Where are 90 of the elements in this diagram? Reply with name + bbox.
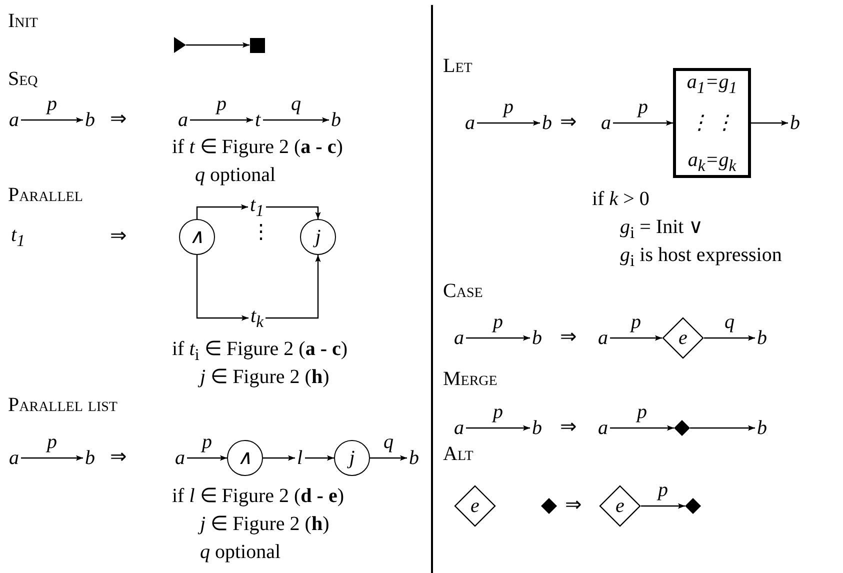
condition-text: j ∈ Figure 2 (h) [200, 513, 330, 536]
arrow [187, 455, 227, 461]
variable-label: t [253, 108, 263, 132]
arrow [690, 425, 755, 431]
binding-box [673, 68, 751, 178]
condition-text: g$_{i}$ is host expression [620, 244, 782, 270]
arrow [751, 120, 788, 126]
merge-diamond [541, 498, 557, 514]
condition-text: if k > 0 [592, 188, 650, 211]
arrow [704, 335, 755, 341]
variable-label: b [755, 416, 769, 440]
variable-label: t$_{k}$ [248, 305, 266, 332]
variable-label: b [83, 446, 97, 470]
circle-node: ∧ [179, 219, 215, 255]
arrow [190, 117, 253, 123]
arrow [266, 255, 321, 319]
variable-label: a [7, 108, 21, 132]
binding-text: a$_{k}$=g$_{k}$ [688, 148, 736, 175]
section-heading: Merge [443, 368, 498, 391]
arrow [641, 503, 685, 509]
circle-node: j [300, 219, 336, 255]
arrow [21, 117, 83, 123]
merge-diamond [674, 420, 690, 436]
arrow [610, 335, 662, 341]
arrow [266, 206, 321, 219]
condition-text: if l ∈ Figure 2 (d - e) [172, 485, 344, 508]
variable-label: b [530, 416, 544, 440]
variable-label: a [452, 416, 466, 440]
implies-symbol: ⇒ [560, 416, 577, 439]
condition-text: j ∈ Figure 2 (h) [200, 366, 330, 389]
arrow [263, 117, 329, 123]
arrow [196, 255, 248, 321]
arrow [21, 455, 83, 461]
variable-label: b [755, 326, 769, 350]
arrow [613, 120, 673, 126]
condition-text: if t ∈ Figure 2 (a - c) [172, 136, 343, 159]
start-triangle [174, 37, 186, 53]
circle-node: j [334, 440, 370, 476]
arrow [263, 455, 295, 461]
implies-symbol: ⇒ [565, 494, 582, 517]
variable-label: b [530, 326, 544, 350]
vertical-ellipsis: ⋮ [251, 222, 271, 242]
circle-node: ∧ [227, 440, 263, 476]
binding-text: ⋮ ⋮ [690, 112, 734, 134]
decision-diamond: e [454, 485, 496, 527]
variable-label: b [540, 112, 554, 134]
variable-label: a [463, 112, 477, 134]
variable-label: b [788, 112, 802, 134]
implies-symbol: ⇒ [560, 111, 577, 134]
variable-label: a [599, 112, 613, 134]
variable-label: a [596, 416, 610, 440]
variable-label: b [329, 108, 343, 132]
section-heading: Parallel list [8, 394, 118, 417]
decision-diamond: e [599, 485, 641, 527]
arrow [186, 42, 250, 48]
section-heading: Parallel [8, 184, 83, 207]
arrow [466, 335, 530, 341]
arrow [466, 425, 530, 431]
arrow [370, 455, 407, 461]
merge-diamond [685, 498, 701, 514]
implies-symbol: ⇒ [110, 446, 127, 469]
condition-text: if t$_{i}$ ∈ Figure 2 (a - c) [172, 338, 348, 364]
implies-symbol: ⇒ [110, 108, 127, 131]
arrow [477, 120, 540, 126]
variable-label: a [7, 446, 21, 470]
variable-label: t$_{1}$ [248, 194, 266, 220]
arrow [305, 455, 334, 461]
condition-text: q optional [200, 541, 281, 564]
section-heading: Let [443, 55, 472, 78]
variable-label: t$_{1}$ [9, 224, 27, 250]
end-square [250, 38, 264, 52]
variable-label: a [176, 108, 190, 132]
section-heading: Seq [8, 68, 38, 91]
section-heading: Alt [443, 443, 474, 466]
section-heading: Case [443, 280, 483, 303]
variable-label: b [83, 108, 97, 132]
condition-text: q optional [195, 164, 276, 187]
arrow [196, 204, 248, 219]
binding-text: a$_{1}$=g$_{1}$ [686, 71, 738, 98]
variable-label: l [295, 446, 305, 470]
variable-label: a [173, 446, 187, 470]
variable-label: a [452, 326, 466, 350]
variable-label: a [596, 326, 610, 350]
implies-symbol: ⇒ [560, 326, 577, 349]
arrow [610, 425, 674, 431]
decision-diamond: e [662, 317, 704, 359]
variable-label: b [407, 446, 421, 470]
implies-symbol: ⇒ [110, 225, 127, 248]
section-heading: Init [8, 10, 38, 33]
condition-text: g$_{i}$ = Init ∨ [620, 216, 704, 242]
